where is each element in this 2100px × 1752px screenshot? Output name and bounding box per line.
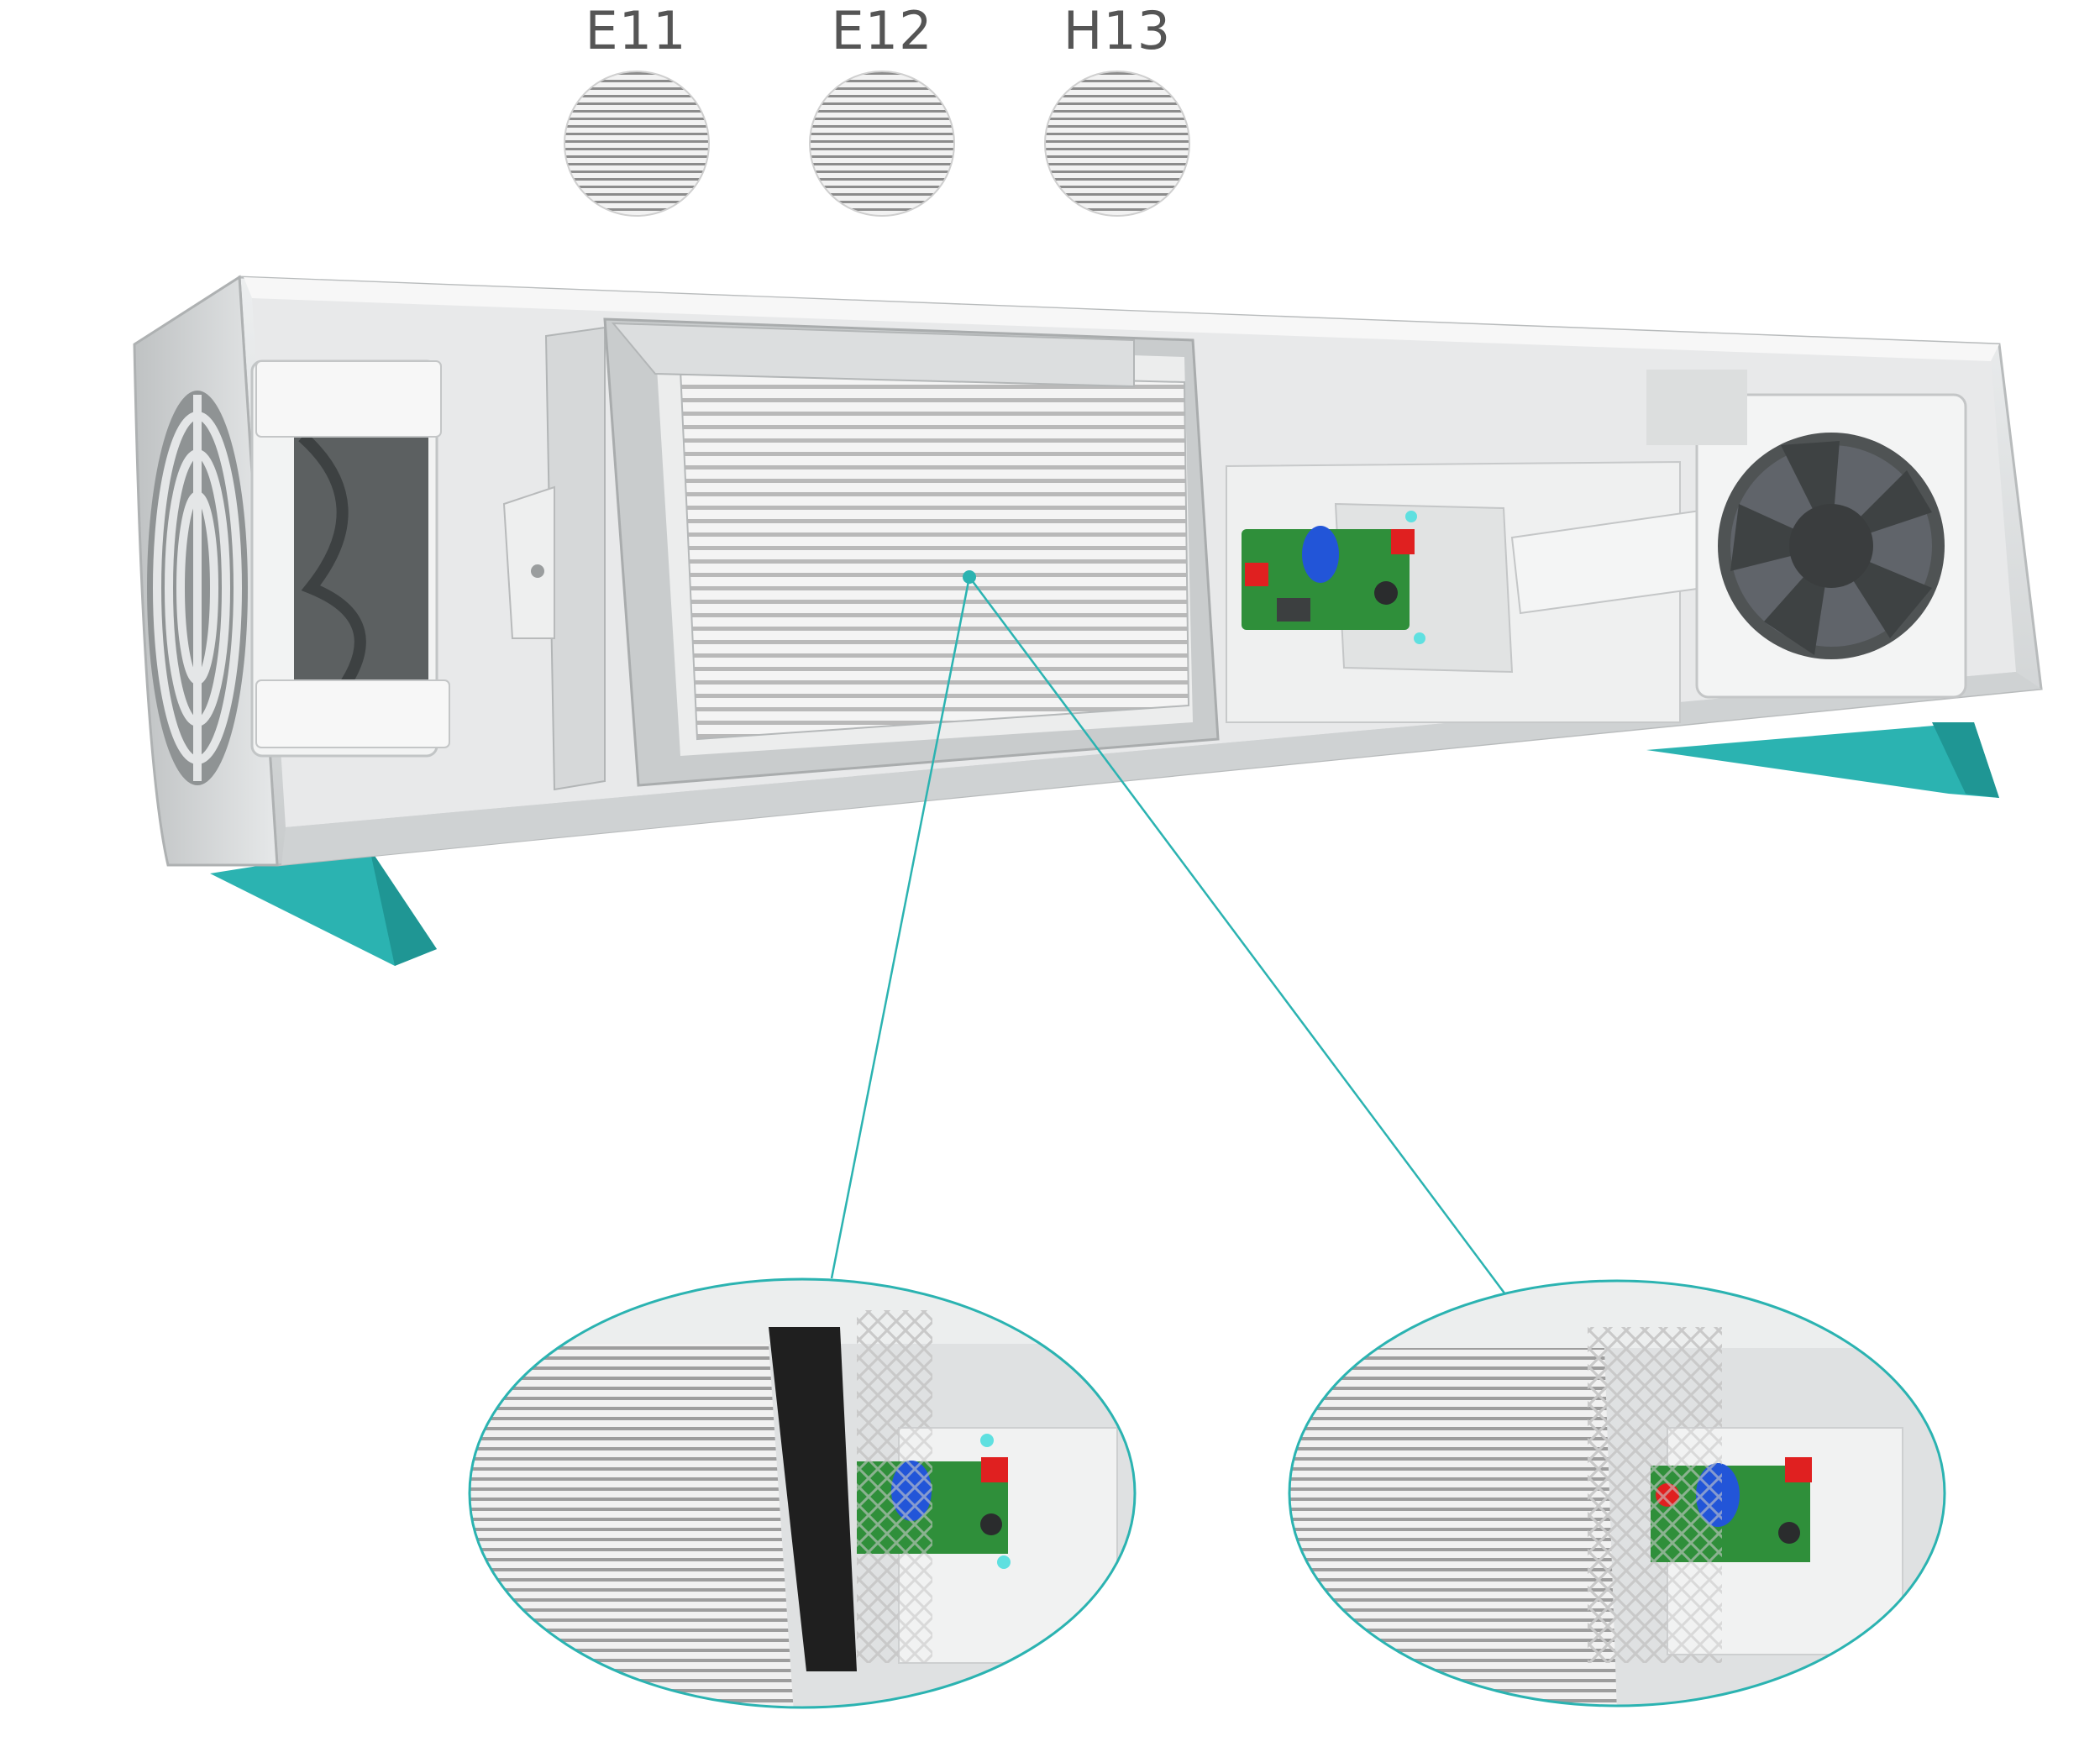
stand-right	[1646, 722, 1999, 798]
zoom-detail-mesh	[1288, 1279, 1946, 1707]
fan-grille-left-icon	[147, 391, 248, 785]
filter-swatch-e11	[564, 71, 710, 217]
circuit-board	[1242, 526, 1415, 630]
indicator-led	[1405, 511, 1417, 522]
fan-right-icon	[1646, 370, 1967, 699]
electronics-tray	[1226, 460, 1681, 723]
zoom-detail-prefilter	[468, 1277, 1137, 1709]
stand-left	[210, 848, 437, 966]
callout-lines	[830, 576, 1509, 1298]
indicator-led	[1414, 632, 1425, 644]
grade-label-h13: H13	[1063, 0, 1172, 61]
filter-swatch-h13	[1044, 71, 1190, 217]
hepa-filter	[603, 317, 1220, 787]
fan-left-icon	[250, 359, 450, 758]
grade-label-e12: E12	[831, 0, 933, 61]
filter-clamp	[502, 326, 606, 791]
filter-swatch-e12	[809, 71, 955, 217]
carbon-prefilter	[769, 1327, 857, 1671]
grade-label-e11: E11	[585, 0, 687, 61]
